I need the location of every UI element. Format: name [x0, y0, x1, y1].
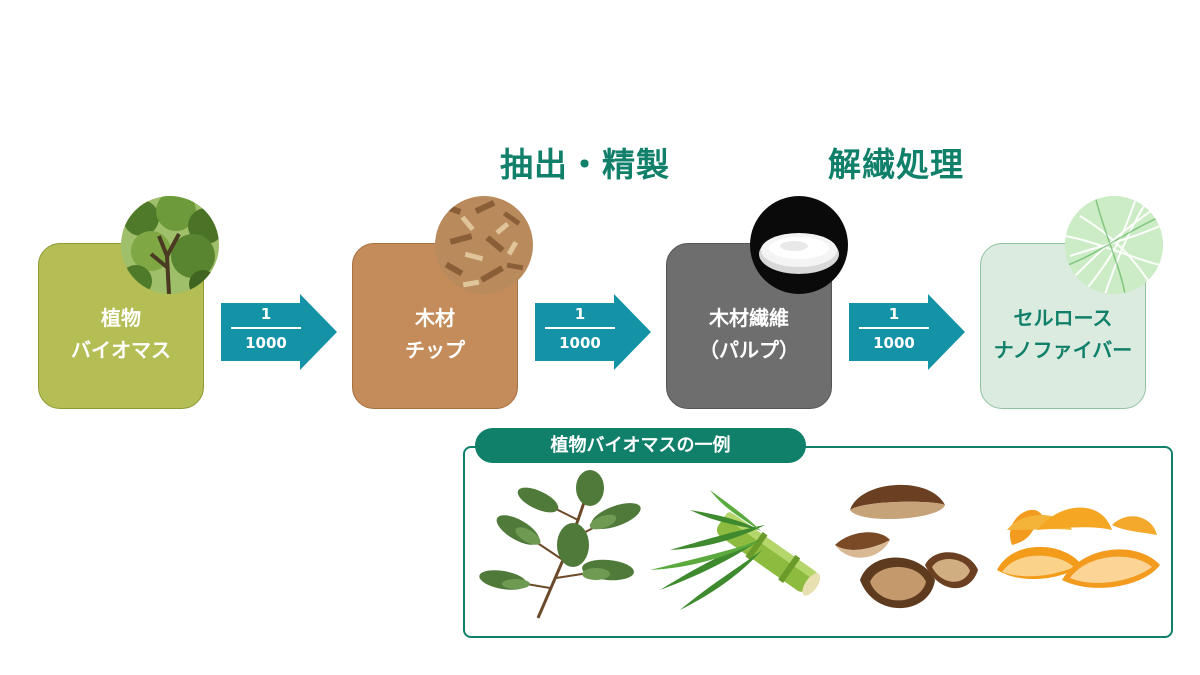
examples-title: 植物バイオマスの一例	[475, 428, 806, 463]
stage-label-line2: （パルプ）	[699, 338, 799, 362]
fraction-bar	[545, 327, 615, 329]
stage-label-line2: バイオマス	[71, 338, 171, 362]
stage-label-line1: 木材繊維	[709, 306, 789, 330]
examples-panel	[463, 446, 1173, 638]
stage-wood-fiber-pulp: 木材繊維 （パルプ）	[666, 243, 832, 409]
bamboo-icon	[650, 470, 821, 630]
pulp-dish-photo-icon	[750, 196, 848, 294]
fraction-denominator: 1000	[559, 334, 601, 352]
fraction-bar	[231, 327, 301, 329]
fraction-one-thousandth: 1 1000	[545, 304, 615, 353]
nanofiber-photo-icon	[1065, 196, 1163, 294]
fraction-numerator: 1	[260, 305, 272, 323]
stage-label-line2: チップ	[405, 338, 465, 362]
coconut-shell-icon	[820, 470, 990, 630]
fraction-denominator: 1000	[245, 334, 287, 352]
wood-chips-photo-icon	[435, 196, 533, 294]
orange-peel-icon	[992, 470, 1162, 630]
stage-label-line1: セルロース	[1013, 306, 1113, 330]
fraction-one-thousandth: 1 1000	[231, 304, 301, 353]
fraction-one-thousandth: 1 1000	[859, 304, 929, 353]
process-label-extraction: 抽出・精製	[500, 145, 670, 184]
fraction-bar	[859, 327, 929, 329]
reduction-arrow-3: 1 1000	[849, 294, 965, 370]
tree-photo-icon	[121, 196, 219, 294]
reduction-arrow-1: 1 1000	[221, 294, 337, 370]
stage-label-line2: ナノファイバー	[993, 338, 1133, 362]
cedar-branch-icon	[478, 470, 648, 630]
process-label-defibration: 解繊処理	[828, 145, 964, 184]
fraction-numerator: 1	[888, 305, 900, 323]
stage-label-line1: 植物	[101, 306, 141, 330]
reduction-arrow-2: 1 1000	[535, 294, 651, 370]
stage-label-line1: 木材	[415, 306, 455, 330]
fraction-numerator: 1	[574, 305, 586, 323]
fraction-denominator: 1000	[873, 334, 915, 352]
